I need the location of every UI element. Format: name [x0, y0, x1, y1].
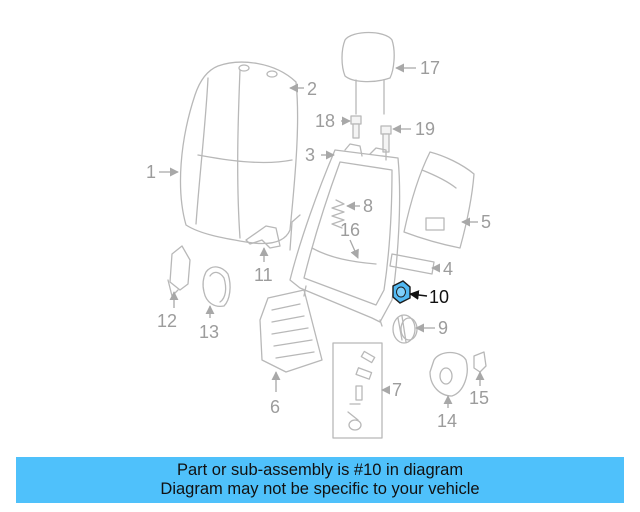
callout-6: 6 [270, 397, 280, 417]
callout-14: 14 [437, 411, 457, 431]
headrest-part [341, 31, 395, 115]
highlighted-part-10 [392, 280, 411, 304]
callout-12: 12 [157, 311, 177, 331]
heater-pad-part [259, 289, 323, 373]
leader-lines [159, 63, 485, 408]
rear-panel-part [403, 151, 475, 249]
callout-7: 7 [392, 380, 402, 400]
banner-line-1: Part or sub-assembly is #10 in diagram [176, 461, 464, 479]
callout-18: 18 [315, 111, 335, 131]
info-banner: Part or sub-assembly is #10 in diagram D… [16, 457, 624, 503]
callout-3: 3 [305, 145, 315, 165]
callout-10: 10 [429, 287, 449, 307]
recliner-knob-part [392, 314, 418, 344]
callout-17: 17 [420, 58, 440, 78]
trim-cap-part [429, 351, 468, 397]
headrest-guide-part [350, 115, 392, 153]
callout-13: 13 [199, 322, 219, 342]
clip-part [473, 351, 487, 373]
bracket-part [245, 225, 281, 249]
side-cover-part [202, 266, 231, 308]
callout-5: 5 [481, 212, 491, 232]
callout-2: 2 [307, 79, 317, 99]
callout-4: 4 [443, 259, 453, 279]
seatback-frame-part [289, 143, 401, 327]
callout-16: 16 [340, 220, 360, 240]
callout-8: 8 [363, 196, 373, 216]
callout-labels: 1 2 3 4 5 6 7 8 9 10 11 12 13 14 15 16 1… [146, 58, 491, 431]
banner-line-2: Diagram may not be specific to your vehi… [160, 480, 480, 498]
seat-parts-diagram: 1 2 3 4 5 6 7 8 9 10 11 12 13 14 15 16 1… [146, 31, 491, 439]
callout-9: 9 [438, 318, 448, 338]
seatback-cushion-part [179, 61, 299, 245]
callout-1: 1 [146, 162, 156, 182]
hardware-kit-part [332, 342, 383, 439]
callout-15: 15 [469, 388, 489, 408]
hinge-cover-part [167, 245, 191, 297]
callout-11: 11 [254, 265, 273, 285]
trim-strip-part [389, 253, 435, 275]
callout-19: 19 [415, 119, 435, 139]
spring-part [331, 199, 345, 229]
